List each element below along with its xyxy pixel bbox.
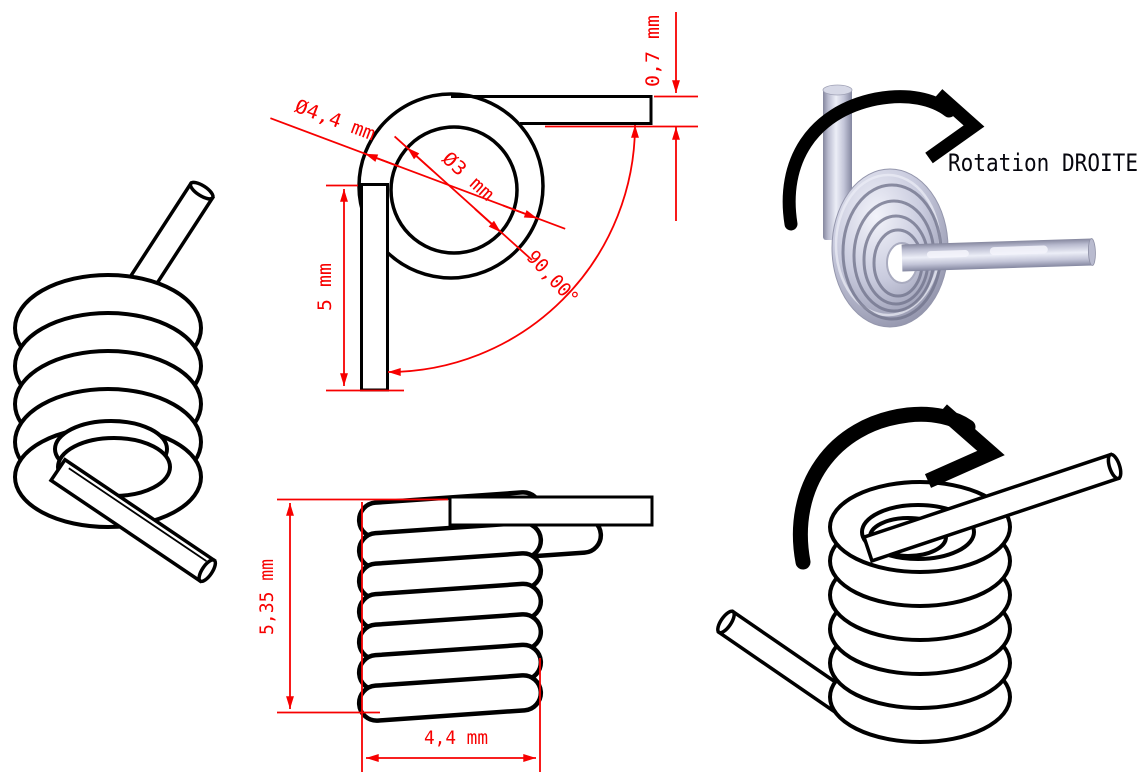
dim-label-outer-diameter: Ø4,4 mm <box>292 95 378 145</box>
dim-wire-thickness: 0,7 mm <box>545 12 698 221</box>
view-3d-render: Rotation DROITE <box>782 84 1138 328</box>
dim-label-body-width: 4,4 mm <box>424 727 488 749</box>
spring-front-arm <box>448 495 654 527</box>
arm-vertical <box>360 183 389 392</box>
view-top-dimensioned: 5 mm 0,7 mm Ø4,4 mm Ø3 mm 90,00° <box>270 12 698 392</box>
dim-label-leg-length: 5 mm <box>314 263 336 311</box>
dim-body-width: 4,4 mm <box>361 502 541 772</box>
dim-leg-length: 5 mm <box>314 184 404 392</box>
view-iso-left <box>13 180 218 584</box>
rotation-arrow-icon <box>792 404 1005 570</box>
view-front-dimensioned: 5,35 mm 4,4 mm <box>256 490 654 772</box>
rotation-arrow-icon <box>782 89 985 231</box>
view-iso-right <box>716 404 1123 744</box>
dim-label-body-height: 5,35 mm <box>256 559 278 635</box>
render-leg-horizontal <box>901 238 1096 272</box>
rotation-note-label: Rotation DROITE <box>948 149 1138 177</box>
spring-coil <box>13 273 203 529</box>
spring-leg-right <box>861 452 1123 564</box>
render-leg-cap <box>822 84 853 96</box>
spring-front-coils <box>356 490 654 723</box>
dim-label-angle: 90,00° <box>522 246 583 309</box>
arm-horizontal <box>451 95 653 125</box>
spring-leg-bottom <box>48 457 218 584</box>
dim-label-wire-thickness: 0,7 mm <box>642 15 664 87</box>
